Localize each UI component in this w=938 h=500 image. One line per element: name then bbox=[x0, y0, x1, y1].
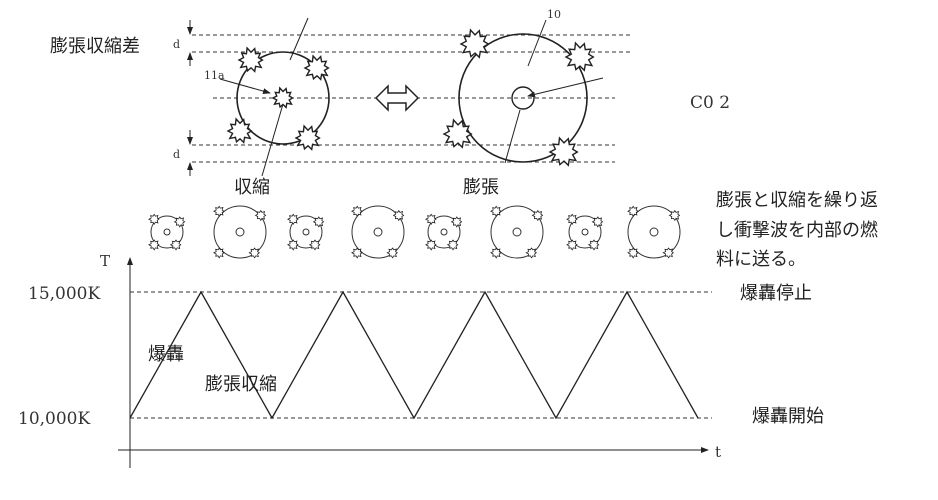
starburst-icon bbox=[213, 247, 225, 259]
description-line-3: 料に送る。 bbox=[716, 249, 806, 270]
particle-circle bbox=[302, 228, 310, 236]
expansion-label: 膨張 bbox=[463, 177, 499, 198]
starburst-icon bbox=[525, 247, 537, 259]
temperature-graph bbox=[118, 257, 712, 468]
particle-circle bbox=[512, 227, 522, 237]
starburst-icon bbox=[271, 86, 294, 109]
starburst-icon bbox=[392, 209, 405, 222]
particle-circle bbox=[490, 205, 544, 259]
cycle-label: 膨張収縮 bbox=[205, 374, 277, 395]
starburst-icon bbox=[213, 205, 225, 217]
starburst-icon bbox=[287, 213, 299, 225]
d-label-bottom: d bbox=[173, 148, 180, 161]
starburst-icon bbox=[308, 239, 321, 251]
particle-circle bbox=[649, 227, 659, 237]
ref-10: 10 bbox=[547, 8, 561, 21]
starburst-icon bbox=[248, 247, 260, 259]
particle-circle bbox=[627, 205, 681, 259]
starburst-icon bbox=[627, 205, 639, 217]
d-label-top: d bbox=[173, 38, 180, 51]
expansion-contraction-diff-label: 膨張収縮差 bbox=[50, 36, 140, 57]
starburst-icon bbox=[303, 54, 330, 81]
particle-circle bbox=[568, 215, 602, 249]
ref-11a: 11a bbox=[204, 69, 225, 82]
starburst-icon bbox=[446, 239, 459, 251]
starburst-icon bbox=[351, 205, 363, 217]
starburst-icon bbox=[148, 239, 160, 251]
contraction-label: 収縮 bbox=[234, 177, 270, 198]
particle-circle bbox=[581, 228, 589, 236]
lower-level-value: 10,000K bbox=[18, 409, 90, 429]
starburst-icon bbox=[548, 136, 579, 167]
description-line-1: 膨張と収縮を繰り返 bbox=[716, 190, 878, 211]
starburst-icon bbox=[425, 239, 437, 251]
particle-circle bbox=[440, 228, 448, 236]
starburst-icon bbox=[566, 239, 578, 251]
x-axis-label: t bbox=[715, 443, 721, 461]
detonation-start-label: 爆轟開始 bbox=[752, 406, 824, 427]
starburst-icon bbox=[591, 216, 604, 228]
expanded-particle bbox=[442, 19, 604, 167]
starburst-icon bbox=[627, 247, 639, 259]
particle-circle bbox=[427, 215, 461, 249]
starburst-icon bbox=[459, 28, 490, 59]
starburst-icon bbox=[442, 118, 473, 149]
particle-circle bbox=[373, 227, 383, 237]
temperature-wave bbox=[129, 290, 699, 420]
upper-level-value: 15,000K bbox=[28, 284, 100, 304]
double-arrow-icon bbox=[374, 84, 420, 112]
starburst-icon bbox=[226, 117, 253, 144]
co2-label: C0 2 bbox=[690, 93, 730, 113]
starburst-icon bbox=[386, 247, 398, 259]
starburst-icon bbox=[169, 239, 182, 251]
starburst-icon bbox=[254, 209, 267, 222]
particle-circle bbox=[351, 205, 405, 259]
particle-circle bbox=[213, 205, 267, 259]
starburst-icon bbox=[237, 46, 264, 73]
particle-circle bbox=[163, 228, 171, 236]
y-axis-label: T bbox=[100, 252, 110, 270]
starburst-icon bbox=[564, 41, 595, 72]
description-line-2: し衝撃波を内部の燃 bbox=[716, 220, 878, 241]
particle-circle bbox=[235, 227, 245, 237]
detonation-label: 爆轟 bbox=[148, 344, 184, 365]
starburst-icon bbox=[312, 216, 325, 228]
starburst-icon bbox=[566, 213, 578, 225]
starburst-icon bbox=[490, 247, 502, 259]
particle-circle bbox=[289, 215, 323, 249]
contracted-particle bbox=[226, 17, 330, 177]
starburst-icon bbox=[173, 216, 186, 228]
starburst-icon bbox=[668, 209, 681, 222]
starburst-icon bbox=[287, 239, 299, 251]
starburst-icon bbox=[450, 216, 463, 228]
particle-cycle-row bbox=[148, 205, 681, 259]
starburst-icon bbox=[490, 205, 502, 217]
starburst-icon bbox=[531, 209, 544, 222]
ref-11a-arrow bbox=[219, 78, 271, 95]
starburst-icon bbox=[662, 247, 674, 259]
starburst-icon bbox=[148, 213, 160, 225]
starburst-icon bbox=[587, 239, 600, 251]
starburst-icon bbox=[351, 247, 363, 259]
particle-circle bbox=[150, 215, 184, 249]
detonation-stop-label: 爆轟停止 bbox=[740, 283, 812, 304]
starburst-icon bbox=[294, 124, 321, 151]
starburst-icon bbox=[425, 213, 437, 225]
